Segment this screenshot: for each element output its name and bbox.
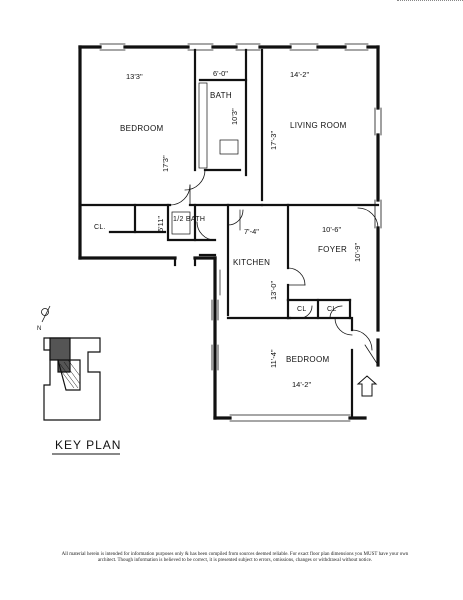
interior-walls <box>78 48 380 420</box>
svg-text:N: N <box>37 326 41 332</box>
fixtures <box>171 82 241 296</box>
dimension-living-length: 17'-3" <box>269 130 278 150</box>
dimension-bedroom-second-length: 11'-4" <box>269 349 278 368</box>
room-label-foyer: FOYER <box>318 245 348 254</box>
key-plan-label: KEY PLAN <box>55 438 122 452</box>
entry-arrow <box>356 375 378 397</box>
dimension-bedroom-second-width: 14'-2" <box>292 380 312 389</box>
dimension-bath-length: 10'3" <box>230 108 239 125</box>
room-label-bedroom-main: BEDROOM <box>120 124 164 133</box>
room-label-bedroom-second: BEDROOM <box>286 355 330 364</box>
dimension-kitchen-length: 13'-0" <box>269 280 278 300</box>
key-plan-diagram: N <box>37 305 101 421</box>
dimension-kitchen-width: 7'-4" <box>244 227 259 236</box>
dimension-foyer-length: 10'-9" <box>353 242 362 262</box>
dimension-foyer-width: 10'-6" <box>322 225 342 234</box>
disclaimer-text: All material herein is intended for info… <box>61 552 409 563</box>
dimension-bedroom-main-length: 17'3" <box>161 155 170 172</box>
key-plan-underline <box>52 453 120 455</box>
dimension-bath-width: 6'-0" <box>213 69 228 78</box>
room-label-living-room: LIVING ROOM <box>290 121 347 130</box>
door-swings <box>169 169 379 366</box>
room-label-closet-b: CL <box>327 306 337 313</box>
scan-edge-line <box>397 0 463 2</box>
room-label-kitchen: KITCHEN <box>233 258 271 267</box>
dimension-bedroom-main-width: 13'3" <box>126 72 143 81</box>
windows <box>99 43 382 422</box>
room-label-closet-a: CL <box>297 306 307 313</box>
dimension-closet-depth: 5'11" <box>156 215 165 232</box>
room-label-bath: BATH <box>210 91 232 100</box>
dimension-living-width: 14'-2" <box>290 70 310 79</box>
exterior-walls <box>78 45 380 420</box>
room-label-closet: CL. <box>94 224 106 231</box>
room-label-half-bath: 1/2 BATH <box>173 216 206 223</box>
